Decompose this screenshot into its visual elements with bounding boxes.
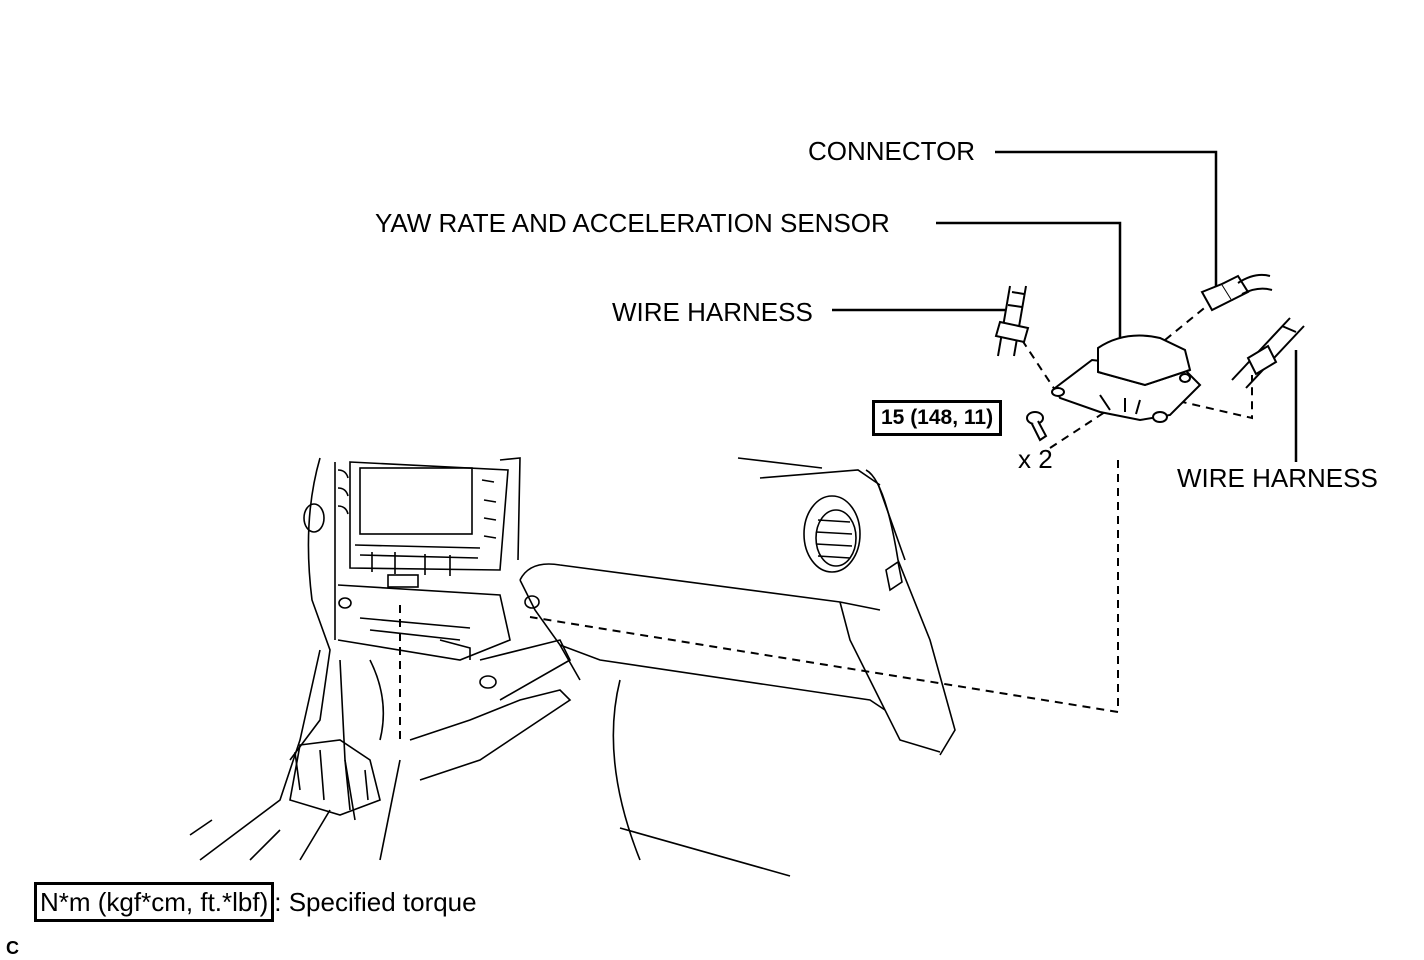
bolt-quantity-label: x 2	[1018, 444, 1053, 474]
connector-dash	[1164, 304, 1209, 341]
wire-harness-right-label: WIRE HARNESS	[1177, 463, 1378, 493]
sensor-label: YAW RATE AND ACCELERATION SENSOR	[375, 208, 890, 238]
torque-legend: N*m (kgf*cm, ft.*lbf): Specified torque	[34, 882, 477, 922]
connector-label: CONNECTOR	[808, 136, 976, 166]
torque-legend-text: : Specified torque	[274, 887, 477, 917]
connector-leader	[995, 150, 1218, 290]
air-vent	[803, 495, 861, 573]
torque-unit-box: N*m (kgf*cm, ft.*lbf)	[34, 882, 275, 922]
figure-code: C	[6, 938, 19, 958]
sensor-leader	[936, 221, 1122, 342]
leader-lines	[832, 150, 1298, 462]
bolt-drawing	[1026, 411, 1048, 442]
wire-harness-left-label: WIRE HARNESS	[612, 297, 813, 327]
connector-drawing	[1200, 273, 1273, 312]
right-harness-dash	[1164, 375, 1253, 420]
display-screen	[359, 467, 473, 535]
install-position-guide	[529, 460, 1119, 714]
left-harness-dash	[1021, 339, 1056, 391]
right-wire-harness-drawing	[1231, 317, 1305, 389]
dashed-guides	[399, 304, 1253, 745]
sensor-drawing	[1051, 334, 1202, 423]
left-wire-harness-drawing	[994, 285, 1030, 357]
torque-spec-box: 15 (148, 11)	[872, 400, 1003, 436]
bolt-dash	[1049, 411, 1106, 449]
dashboard-drawing	[189, 457, 956, 877]
